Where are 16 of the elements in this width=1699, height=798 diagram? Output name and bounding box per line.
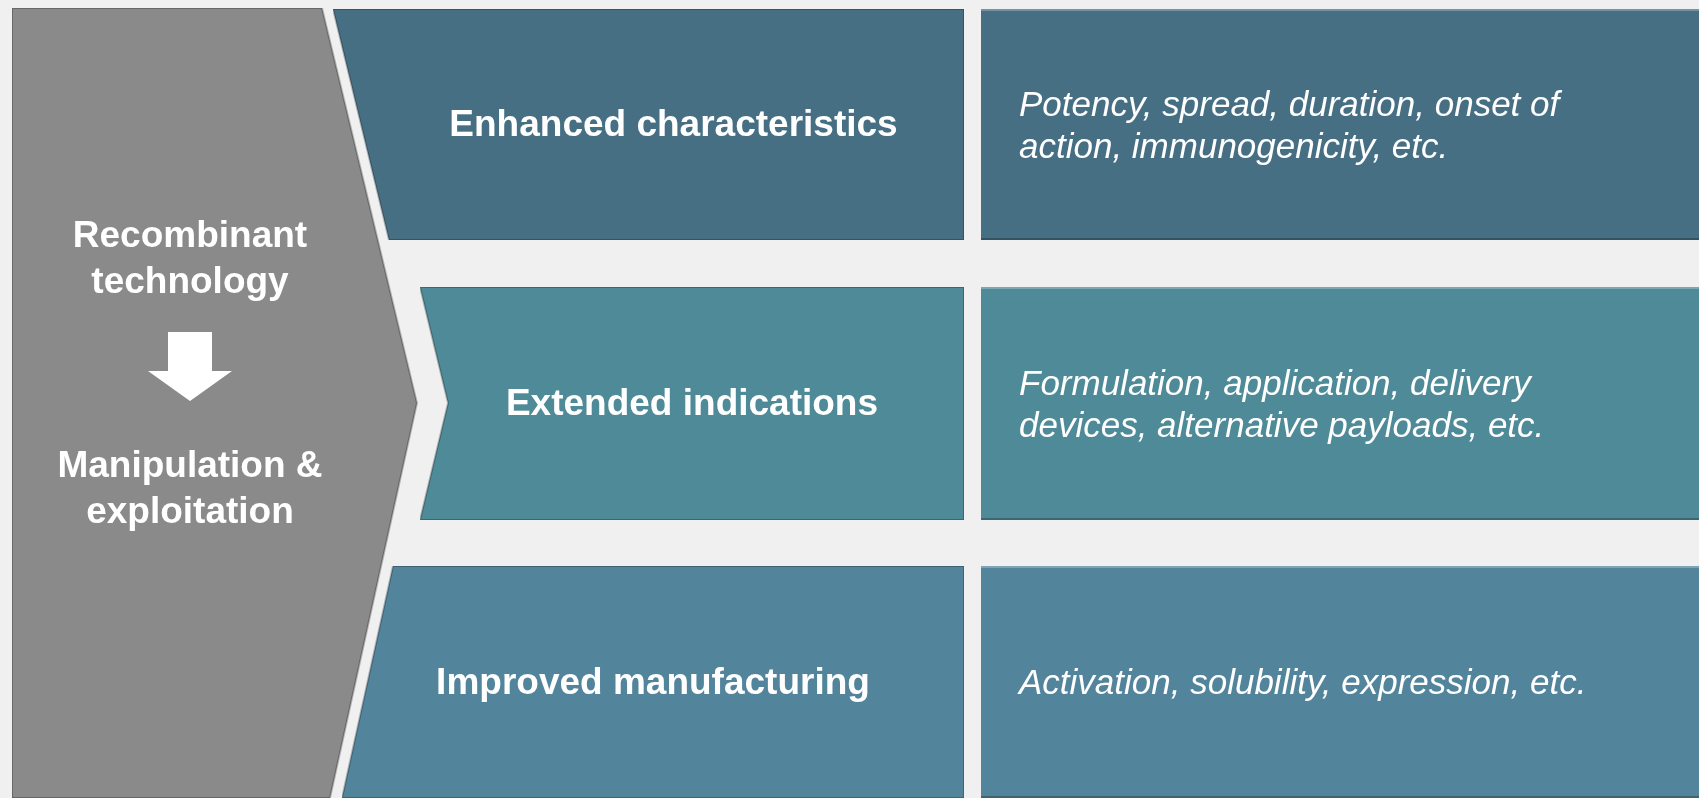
description-text: Formulation, application, delivery devices, alternative payloads, etc. (1019, 361, 1546, 446)
description-box (981, 9, 1699, 240)
category-label: Enhanced characteristics (449, 102, 898, 147)
chevron-shape (12, 8, 418, 798)
description-box (981, 287, 1699, 520)
category-box (420, 287, 964, 520)
category-label: Extended indications (505, 381, 879, 426)
description-box (981, 566, 1699, 798)
description-text: Activation, solubility, expression, etc. (1019, 661, 1587, 703)
category-label: Improved manufacturing (436, 659, 870, 704)
description-text: Potency, spread, duration, onset of action, immunogenicity, etc. (1019, 82, 1563, 167)
category-box (342, 566, 964, 798)
text-label: Recombinant technology (71, 212, 309, 303)
category-box (333, 9, 964, 240)
block-arrow (148, 332, 232, 401)
text-label: Manipulation & exploitation (56, 442, 324, 533)
